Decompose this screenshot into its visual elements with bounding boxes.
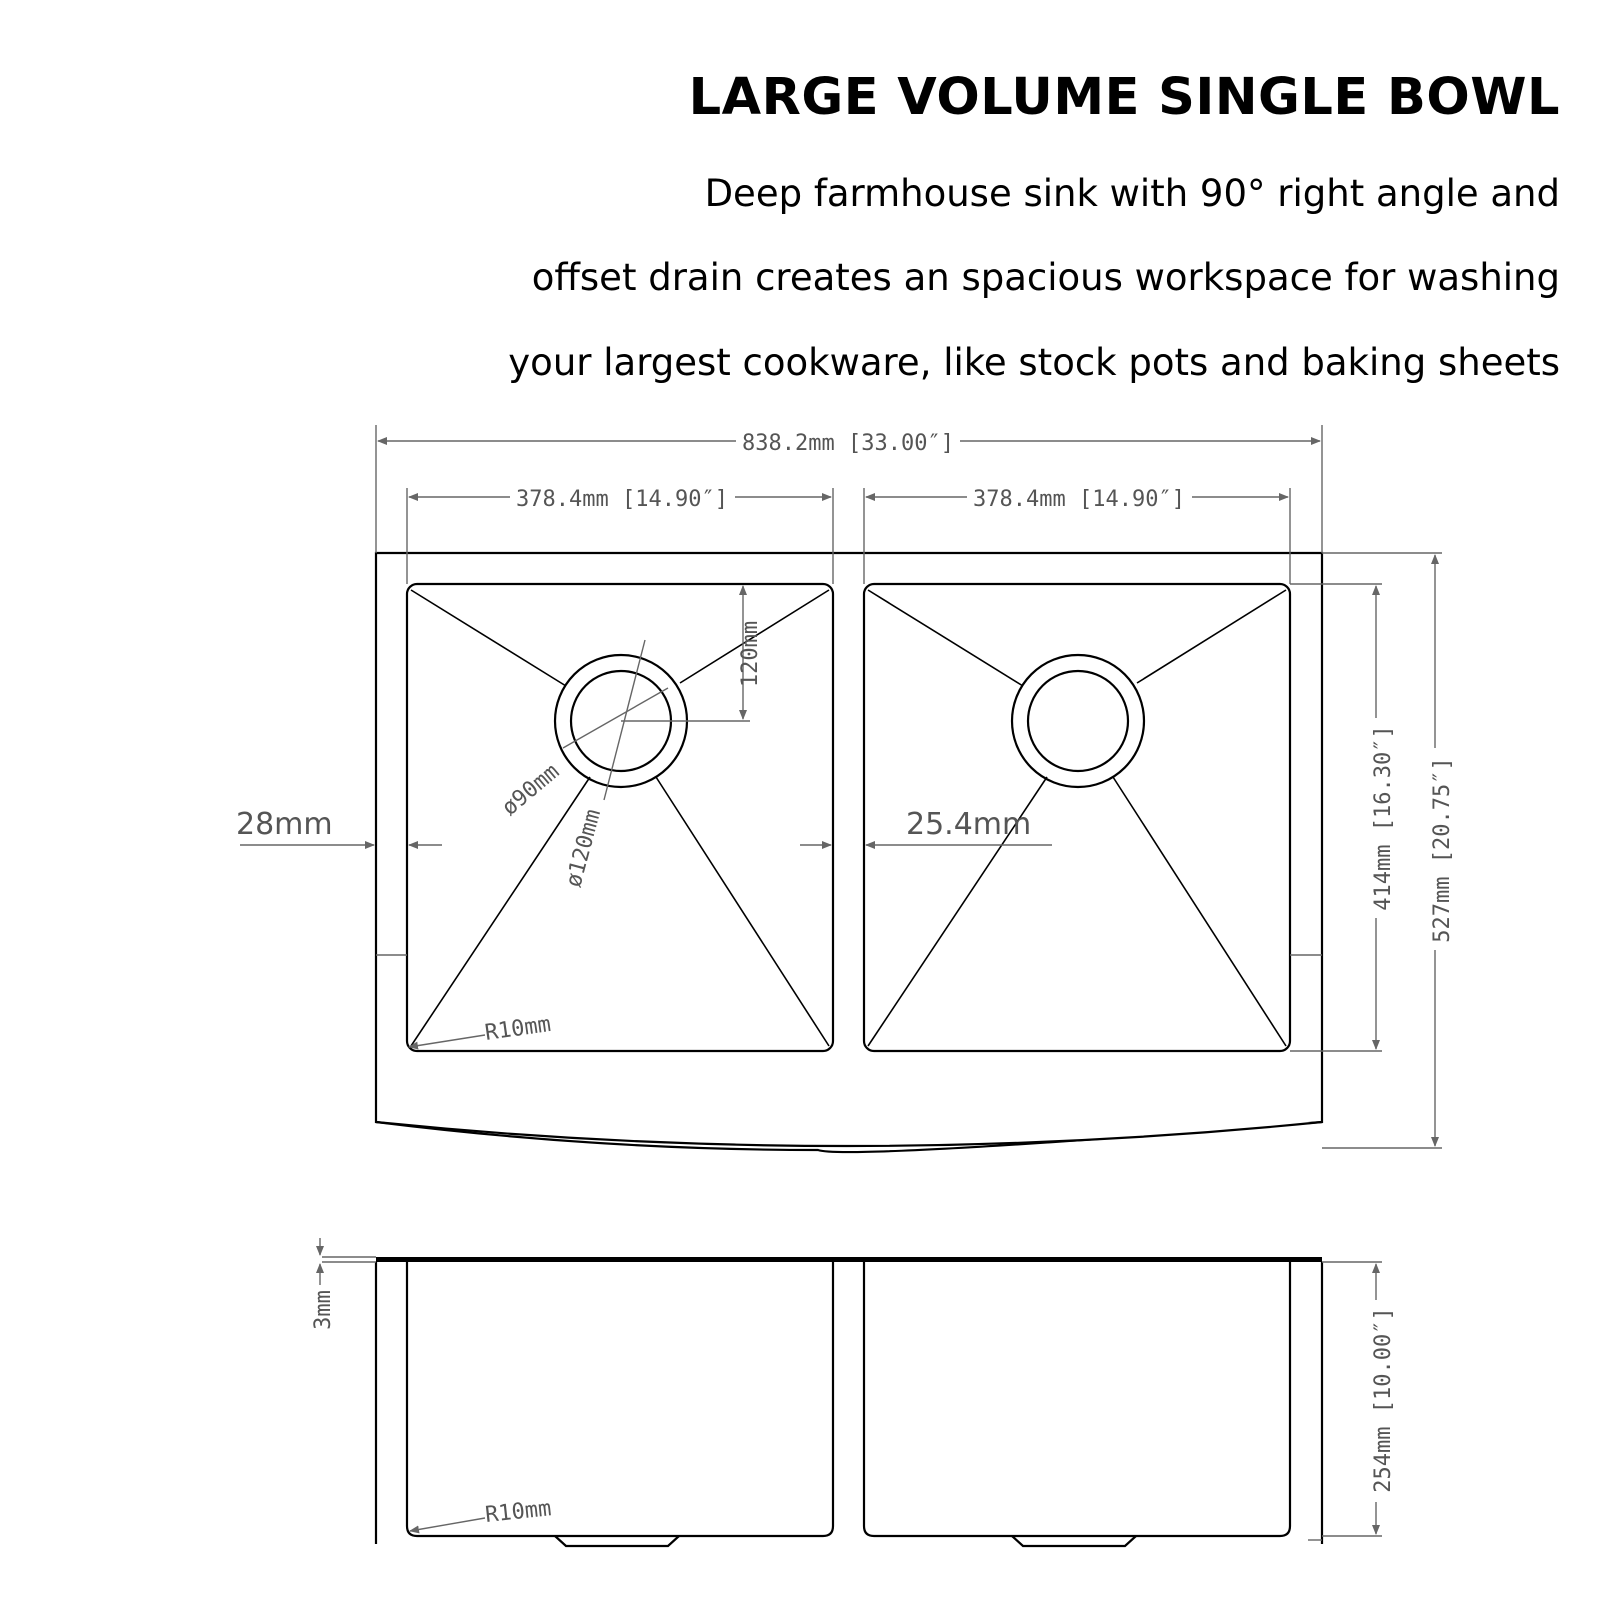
drain-diameter-inner-label: ø90mm [497,759,564,821]
left-bowl [405,582,835,1053]
left-bowl-slopes [410,589,830,1047]
right-bowl [862,582,1292,1053]
rim-thickness-label: 3mm [311,1290,336,1330]
description-line-1: Deep farmhouse sink with 90° right angle… [704,172,1560,215]
right-bowl-section [862,1262,1292,1538]
wall-gap-label: 28mm [236,807,333,842]
left-bowl-section [405,1262,835,1538]
drain-offset-label: 120mm [738,621,763,687]
description-line-2: offset drain creates an spacious workspa… [531,256,1560,299]
right-bowl-slopes [867,589,1287,1047]
description-line-3: your largest cookware, like stock pots a… [508,341,1560,384]
corner-radius-top-label: R10mm [483,1012,552,1046]
apron-curve [375,1120,1323,1148]
rim [376,1257,1322,1262]
right-bowl-width-label: 378.4mm [14.90″] [973,487,1185,512]
drain-diameter-outer-label: ø120mm [561,807,606,890]
left-bowl-width-label: 378.4mm [14.90″] [516,487,728,512]
bowl-length-label: 414mm [16.30″] [1371,725,1396,910]
top-view: 838.2mm [33.00″] 378.4mm [14.90″] 378.4m… [236,425,1455,1154]
corner-radius-side-label: R10mm [484,1496,552,1528]
page-title: LARGE VOLUME SINGLE BOWL [688,68,1560,127]
right-drain [1010,653,1146,789]
center-divider-label: 25.4mm [906,807,1031,842]
bowl-depth-label: 254mm [10.00″] [1371,1307,1396,1492]
overall-length-label: 527mm [20.75″] [1430,757,1455,942]
side-view: 3mm 254mm [10.00″] R10mm [311,1238,1396,1548]
overall-width-label: 838.2mm [33.00″] [742,431,954,456]
sink-outline [374,551,1324,1154]
